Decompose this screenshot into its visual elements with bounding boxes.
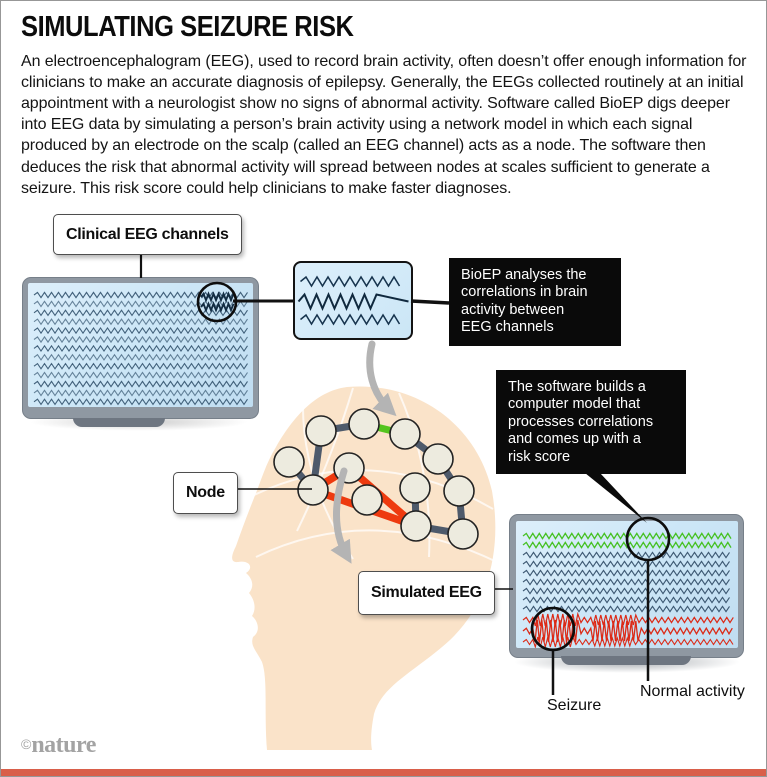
eeg-zoom-box xyxy=(293,261,413,340)
label-seizure: Seizure xyxy=(547,697,602,714)
copyright-symbol: © xyxy=(21,736,32,752)
clinical-eeg-monitor xyxy=(22,277,259,419)
callout-software: The software builds a computer model tha… xyxy=(496,370,686,474)
label-text: Simulated EEG xyxy=(371,584,482,601)
footer-accent-bar xyxy=(1,769,766,776)
callout-line: BioEP analyses the xyxy=(461,267,587,283)
callout-line: correlations in brain xyxy=(461,284,588,301)
monitor-base xyxy=(73,418,165,427)
callout-line: EEG channels xyxy=(461,319,554,336)
label-normal-activity: Normal activity xyxy=(640,683,745,700)
eeg-zoom-waves xyxy=(297,275,409,326)
label-text: Clinical EEG channels xyxy=(66,225,229,243)
intro-text: An electroencephalogram (EEG), used to r… xyxy=(21,53,747,197)
callout-bioep: BioEP analyses the correlations in brain… xyxy=(449,258,621,346)
label-node: Node xyxy=(173,472,238,514)
page-title: SIMULATING SEIZURE RISK xyxy=(21,11,354,43)
callout-line: processes correlations xyxy=(508,413,654,430)
callout-line: activity between xyxy=(461,301,565,318)
simulated-eeg-waves xyxy=(522,532,734,648)
label-text: Node xyxy=(186,484,225,501)
clinical-eeg-screen xyxy=(28,283,253,407)
credit-name: nature xyxy=(31,732,96,758)
callout-line: computer model that xyxy=(508,396,641,413)
label-clinical-eeg-channels: Clinical EEG channels xyxy=(53,214,242,255)
callout-line: risk score xyxy=(508,448,571,465)
label-simulated-eeg: Simulated EEG xyxy=(358,571,495,615)
nature-credit: ©nature xyxy=(21,732,96,759)
callout-line: and comes up with a xyxy=(508,431,641,448)
monitor-base xyxy=(561,656,691,665)
simulated-eeg-monitor xyxy=(509,514,744,658)
simulated-eeg-screen xyxy=(516,521,738,648)
callout-line: The software builds a xyxy=(508,379,646,395)
clinical-eeg-waves xyxy=(33,291,248,406)
